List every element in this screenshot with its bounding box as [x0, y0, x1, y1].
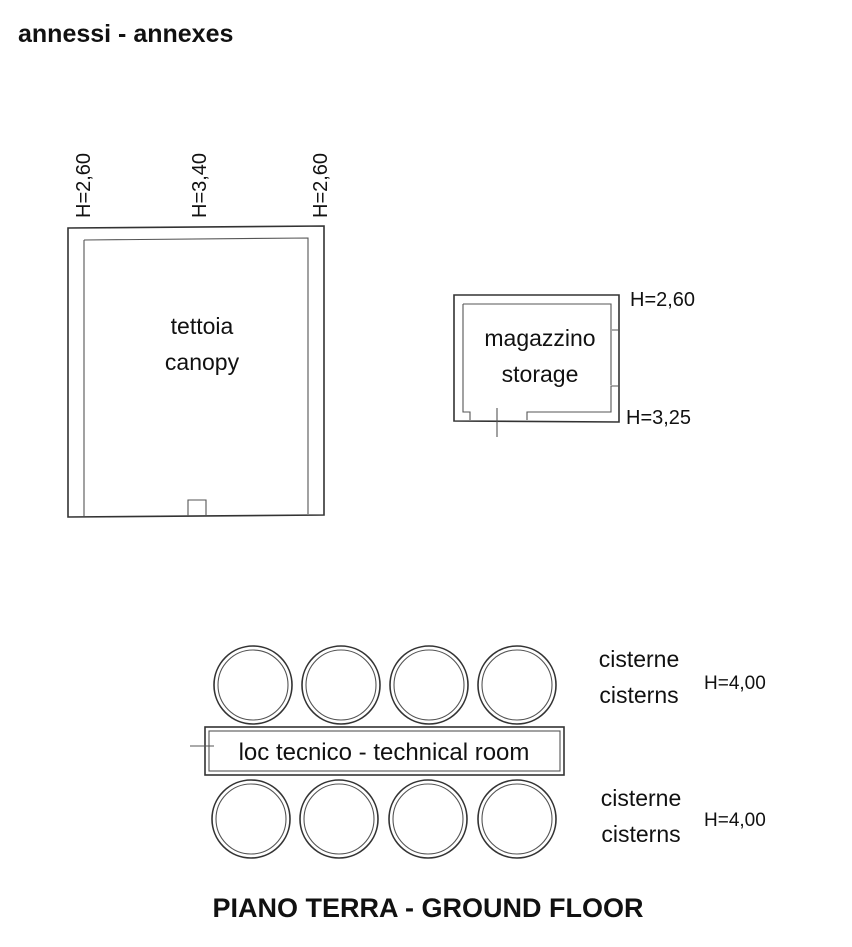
storage-height-top: H=2,60: [630, 289, 695, 311]
cisterns-top-label-it: cisterne: [599, 646, 680, 672]
technical-room-label: loc tecnico - technical room: [239, 739, 530, 766]
canopy-height-left: H=2,60: [73, 153, 95, 218]
cisterns-top-label-en: cisterns: [599, 682, 678, 708]
canopy-height-right: H=2,60: [310, 153, 332, 218]
canopy-label-en: canopy: [165, 349, 240, 375]
section-title: annessi - annexes: [18, 20, 233, 48]
canopy-height-center: H=3,40: [189, 153, 211, 218]
canopy-label-it: tettoia: [171, 313, 234, 339]
canopy-room: H=2,60 H=3,40 H=2,60 tettoia canopy: [67, 153, 332, 518]
storage-room: H=2,60 H=3,25 magazzino storage: [453, 289, 695, 437]
storage-height-bottom: H=3,25: [626, 407, 691, 429]
cisterns-bottom-row: [211, 779, 557, 859]
cisterns-bottom-height: H=4,00: [704, 810, 766, 831]
storage-label-it: magazzino: [484, 325, 595, 351]
cisterns-top-height: H=4,00: [704, 673, 766, 694]
cisterns-bottom-label-it: cisterne: [601, 785, 682, 811]
cisterns-bottom-label-en: cisterns: [601, 821, 680, 847]
cisterns-top-row: [213, 645, 557, 725]
floor-title: PIANO TERRA - GROUND FLOOR: [213, 893, 644, 923]
storage-label-en: storage: [502, 361, 579, 387]
technical-room: loc tecnico - technical room: [190, 726, 565, 776]
